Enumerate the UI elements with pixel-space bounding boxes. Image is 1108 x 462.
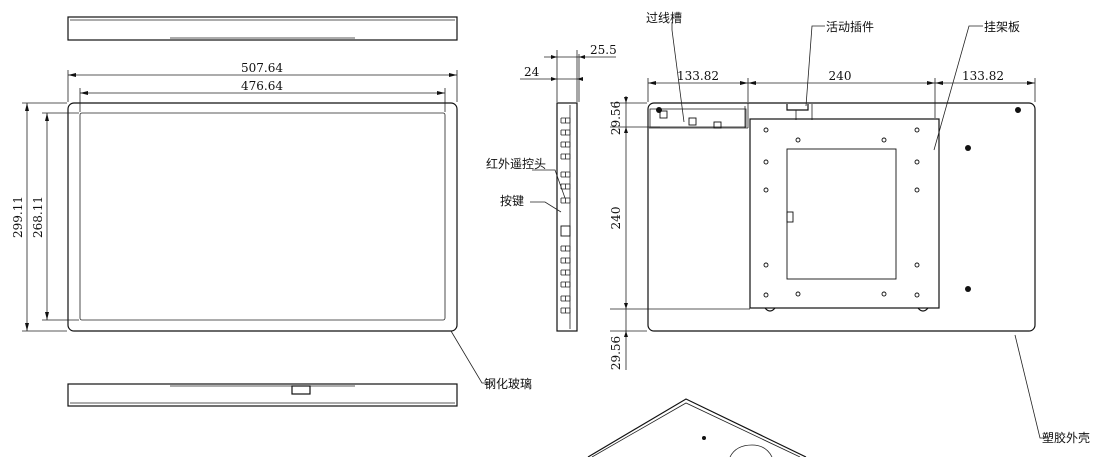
front-height-dimensions: 299.11 268.11 (11, 102, 79, 332)
outer-width-dim: 507.64 (241, 61, 283, 75)
front-view (67, 102, 458, 332)
back-bottom-dim: 29.56 (609, 336, 623, 370)
back-top-dim: 29.56 (609, 101, 623, 135)
hanger-plate-callout: 挂架板 (933, 20, 1020, 151)
side-port-mark (560, 197, 571, 204)
back-right-dim: 133.82 (962, 69, 1004, 83)
bottom-edge-view (67, 383, 458, 407)
inner-height-dim: 268.11 (31, 196, 45, 238)
ir-remote-label: 红外遥控头 (486, 156, 546, 171)
side-port-mark (560, 153, 571, 160)
side-port-mark (560, 281, 571, 288)
side-port-mark (560, 245, 571, 252)
ir-remote-callout: 红外遥控头 (486, 156, 566, 199)
button-label: 按键 (500, 194, 524, 208)
plastic-shell-label: 塑胶外壳 (1042, 430, 1090, 445)
back-vert-dim: 240 (609, 207, 623, 230)
front-width-dimensions: 507.64 476.64 (67, 61, 458, 112)
side-depth-a: 25.5 (590, 43, 617, 57)
hanger-plate-label: 挂架板 (984, 20, 1020, 34)
button-callout: 按键 (500, 194, 562, 213)
plastic-shell-callout: 塑胶外壳 (1014, 334, 1090, 445)
side-view (556, 102, 578, 332)
hanger-holes (763, 127, 920, 298)
cable-slot-callout: 过线槽 (646, 11, 685, 123)
back-mid-dim: 240 (829, 69, 852, 83)
back-view (647, 102, 1036, 332)
side-port-mark (560, 269, 571, 276)
side-port-mark (560, 183, 571, 190)
side-port-mark (560, 257, 571, 264)
cable-slot-label: 过线槽 (646, 11, 682, 25)
top-edge-view (67, 16, 458, 41)
side-port-mark (560, 307, 571, 314)
side-port-mark (560, 295, 571, 302)
isometric-view (587, 398, 807, 458)
tempered-glass-label: 钢化玻璃 (484, 377, 532, 391)
inner-width-dim: 476.64 (241, 79, 283, 93)
side-port-mark (560, 117, 571, 124)
outer-height-dim: 299.11 (11, 196, 25, 238)
side-port-mark (560, 171, 571, 178)
side-port-mark (560, 141, 571, 148)
back-width-dimensions: 133.82 240 133.82 (647, 69, 1036, 118)
movable-plug-label: 活动插件 (826, 20, 874, 34)
side-depth-b: 24 (524, 65, 540, 79)
side-depth-dimensions: 25.5 24 (520, 43, 617, 102)
side-port-mark (560, 129, 571, 136)
movable-plug-callout: 活动插件 (805, 20, 874, 107)
tempered-glass-callout: 钢化玻璃 (450, 330, 532, 391)
back-height-dimensions: 29.56 240 29.56 (609, 96, 750, 370)
back-left-dim: 133.82 (677, 69, 719, 83)
